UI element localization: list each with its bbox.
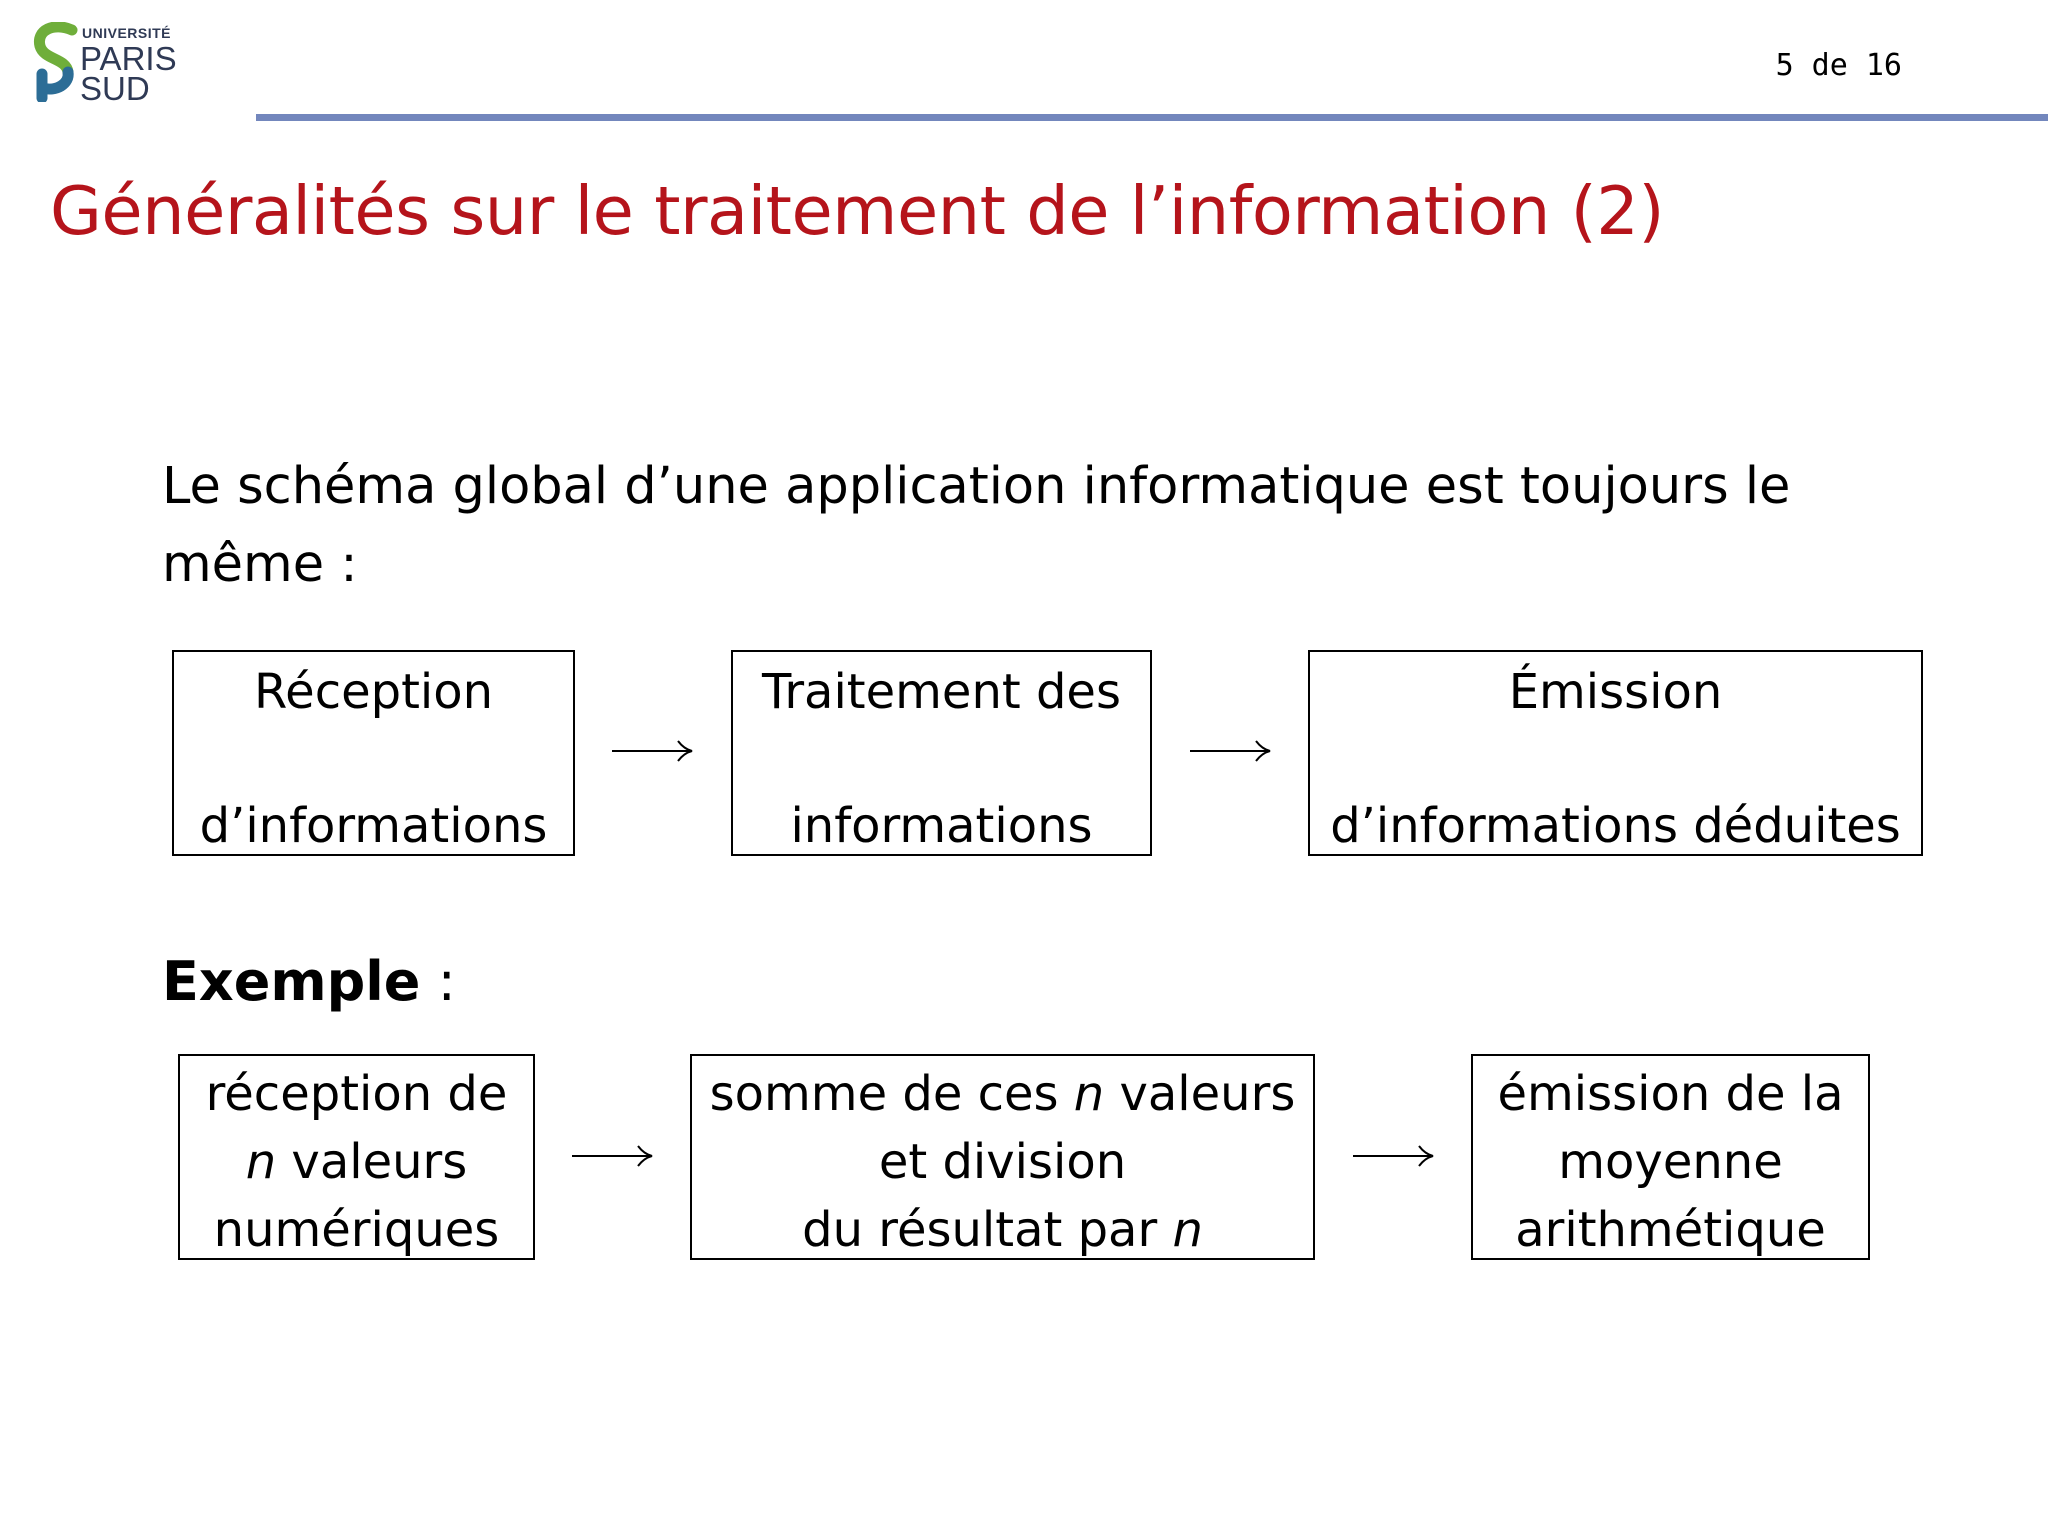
header-rule (256, 114, 2048, 121)
long-right-arrow-icon (1353, 1145, 1434, 1167)
schema-box-emission: Émission d’informations déduites (1308, 650, 1923, 856)
example-box-text: valeurs (1104, 1066, 1296, 1122)
schema-box-line: Réception (253, 664, 494, 720)
example-box-reception: réception de n valeurs numériques (178, 1054, 535, 1260)
slide-title: Généralités sur le traitement de l’infor… (50, 172, 1665, 250)
schema-box-line: informations (790, 798, 1093, 854)
logo-sud-text: SUD (80, 70, 150, 107)
page-number: 5 de 16 (1775, 48, 1902, 83)
long-right-arrow-icon (612, 740, 693, 762)
example-box-line: réception de (205, 1066, 508, 1122)
intro-text: Le schéma global d’une application infor… (162, 457, 1791, 594)
example-box-emission: émission de la moyenne arithmétique (1471, 1054, 1870, 1260)
example-box-text: somme de ces (709, 1066, 1074, 1122)
example-box-line: moyenne (1558, 1134, 1783, 1190)
example-box-line: somme de ces n valeurs (692, 1070, 1313, 1118)
example-box-line: et division (878, 1134, 1127, 1190)
variable-n: n (245, 1134, 277, 1190)
example-box-line: numériques (213, 1202, 500, 1258)
logo-paris-text: PARIS (80, 40, 177, 77)
schema-box-traitement: Traitement des informations (731, 650, 1152, 856)
example-colon: : (420, 950, 456, 1013)
example-box-text: valeurs (276, 1134, 468, 1190)
variable-n: n (1172, 1202, 1203, 1258)
logo-university-text: UNIVERSITÉ (82, 25, 172, 41)
example-box-somme: somme de ces n valeurs et division du ré… (690, 1054, 1315, 1260)
example-box-line: n valeurs (180, 1138, 533, 1186)
example-box-line: arithmétique (1515, 1202, 1826, 1258)
example-box-line: émission de la (1497, 1066, 1844, 1122)
logo-s-icon (34, 22, 78, 102)
university-logo: UNIVERSITÉ PARIS SUD (32, 22, 192, 106)
example-heading: Exemple : (162, 950, 456, 1013)
schema-box-reception: Réception d’informations (172, 650, 575, 856)
schema-box-line: d’informations déduites (1330, 798, 1901, 854)
schema-box-line: Émission (1508, 664, 1723, 720)
long-right-arrow-icon (572, 1145, 653, 1167)
example-box-line: du résultat par n (692, 1206, 1313, 1254)
example-label: Exemple (162, 950, 421, 1013)
schema-box-line: Traitement des (762, 664, 1121, 720)
example-box-text: du résultat par (802, 1202, 1173, 1258)
long-right-arrow-icon (1190, 740, 1271, 762)
schema-box-line: d’informations (199, 798, 548, 854)
variable-n: n (1073, 1066, 1105, 1122)
